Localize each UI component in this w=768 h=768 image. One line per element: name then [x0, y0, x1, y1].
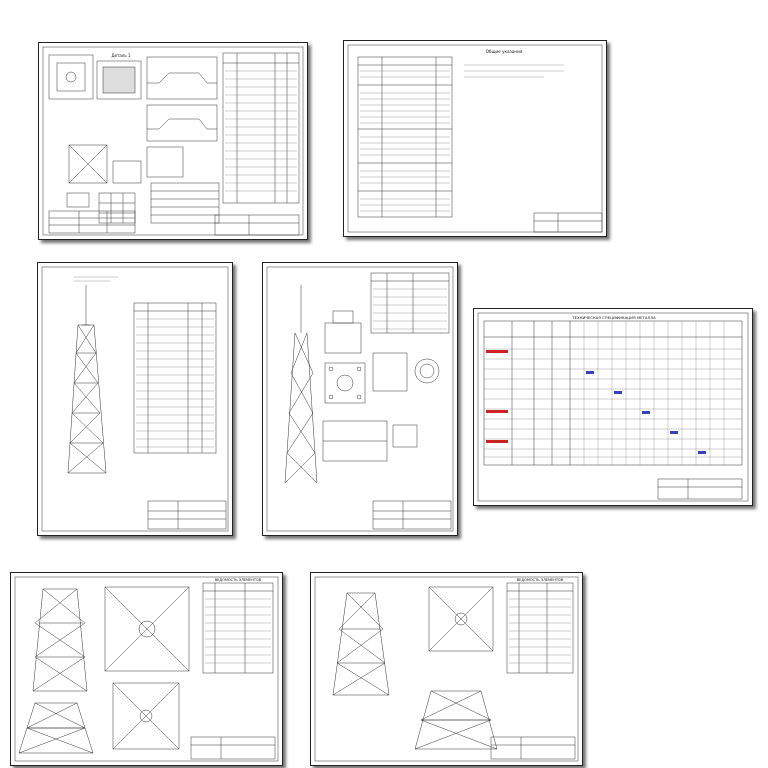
sheet-7-table-title: ВЕДОМОСТЬ ЭЛЕМЕНТОВ	[517, 578, 564, 582]
sheet-3	[37, 262, 233, 536]
sheet-2-drawing: Общие указания	[347, 44, 603, 233]
sheet-6-drawing: ВЕДОМОСТЬ ЭЛЕМЕНТОВ	[14, 576, 279, 762]
sheet-6: ВЕДОМОСТЬ ЭЛЕМЕНТОВ	[10, 572, 283, 766]
sheet-4	[262, 262, 458, 536]
sheet-1: Деталь 1	[38, 42, 308, 240]
sheet-2: Общие указания	[343, 40, 607, 237]
sheet-5-title: ТЕХНИЧЕСКАЯ СПЕЦИФИКАЦИЯ МЕТАЛЛА	[571, 315, 656, 320]
sheet-7: ВЕДОМОСТЬ ЭЛЕМЕНТОВ	[310, 572, 583, 766]
sheet-5: ТЕХНИЧЕСКАЯ СПЕЦИФИКАЦИЯ МЕТАЛЛА	[473, 308, 753, 506]
sheet-4-drawing	[266, 266, 454, 532]
sheet-2-title: Общие указания	[486, 49, 523, 54]
sheet-1-detail-label: Деталь 1	[111, 53, 131, 58]
sheet-5-drawing: ТЕХНИЧЕСКАЯ СПЕЦИФИКАЦИЯ МЕТАЛЛА	[477, 312, 749, 502]
sheet-7-drawing: ВЕДОМОСТЬ ЭЛЕМЕНТОВ	[314, 576, 579, 762]
sheet-1-drawing: Деталь 1	[42, 46, 304, 236]
sheet-6-table-title: ВЕДОМОСТЬ ЭЛЕМЕНТОВ	[215, 578, 262, 582]
sheet-3-drawing	[41, 266, 229, 532]
